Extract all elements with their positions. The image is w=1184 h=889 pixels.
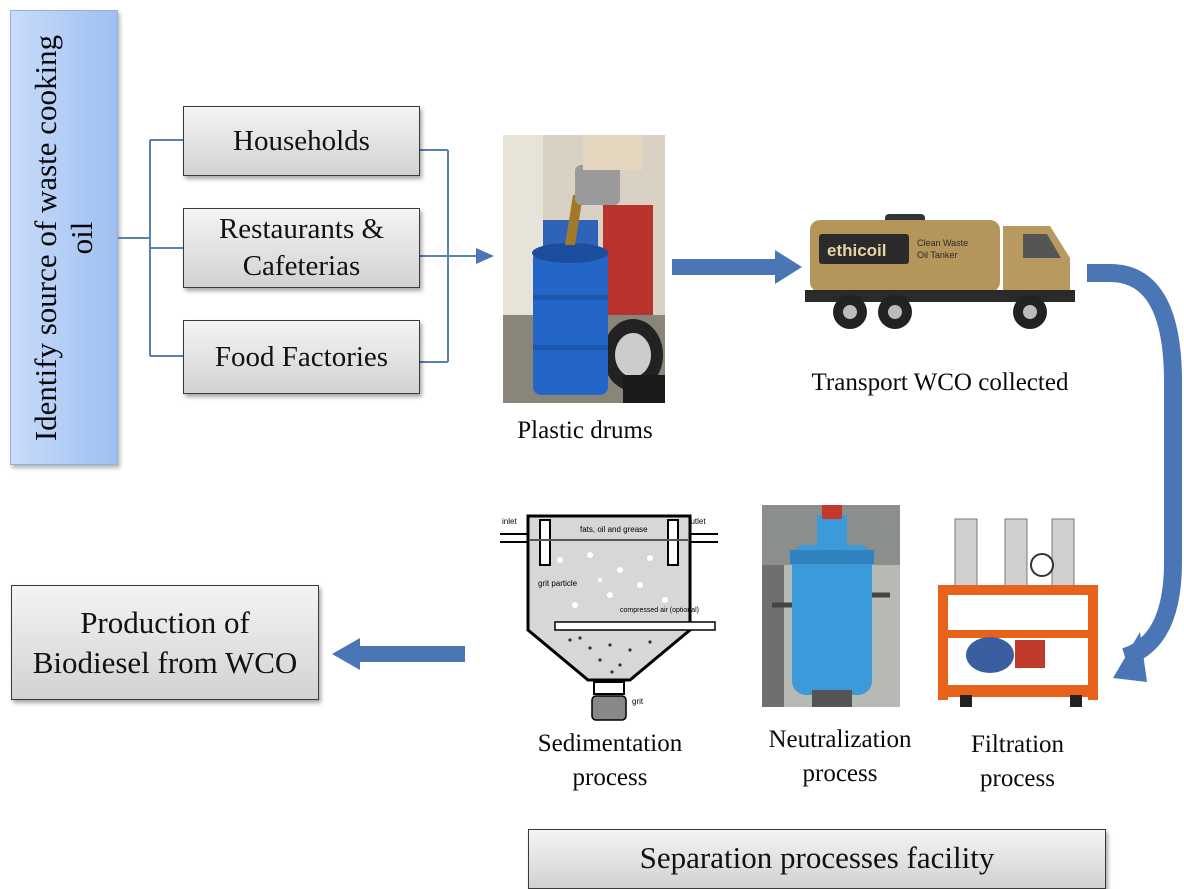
source-item-label: Food Factories [214,340,389,373]
curved-arrow-to-filtration [1087,264,1182,682]
facility-box: Separation processes facility [528,829,1106,889]
sed-compressed-air-text: compressed air (optional) [620,607,699,614]
filtration-label: Filtration process [970,731,1065,792]
sedimentation-label: Sedimentation process [537,730,683,791]
filtration-image [930,515,1105,710]
source-item-label: Restaurants & Cafeterias [218,213,385,282]
neutralization-image [762,505,900,707]
sed-grit-text: grit [632,697,644,706]
source-item-households: Households [183,106,420,176]
production-box: Production of Biodiesel from WCO [11,585,319,700]
truck-side-line1: Clean Waste [917,238,968,248]
source-item-restaurants: Restaurants & Cafeterias [183,208,420,288]
sed-inlet-text: inlet [502,517,517,526]
source-item-food-factories: Food Factories [183,320,420,394]
facility-box-text: Separation processes facility [639,840,995,875]
production-box-text: Production of Biodiesel from WCO [32,604,298,680]
truck-brand-text: ethicoil [827,241,887,260]
transport-label: Transport WCO collected [811,369,1069,396]
plastic-drums-label: Plastic drums [517,417,653,444]
sed-top-label-text: fats, oil and grease [580,525,648,534]
source-item-label: Households [233,124,370,157]
sedimentation-diagram: inlet outlet fats, oil and grease grit p… [500,510,718,725]
plastic-drums-image [503,135,665,403]
connector-arrowhead [476,248,494,264]
sed-grit-particle-text: grit particle [538,579,578,588]
truck-image: ethicoil Clean Waste Oil Tanker [805,196,1080,336]
arrow-to-truck [672,250,802,284]
arrow-to-production [332,638,465,670]
neutralization-label: Neutralization process [768,726,912,787]
truck-side-line2: Oil Tanker [917,250,957,260]
sed-outlet-text: outlet [686,517,706,526]
source-box: Identify source of waste cooking oil [10,10,118,465]
